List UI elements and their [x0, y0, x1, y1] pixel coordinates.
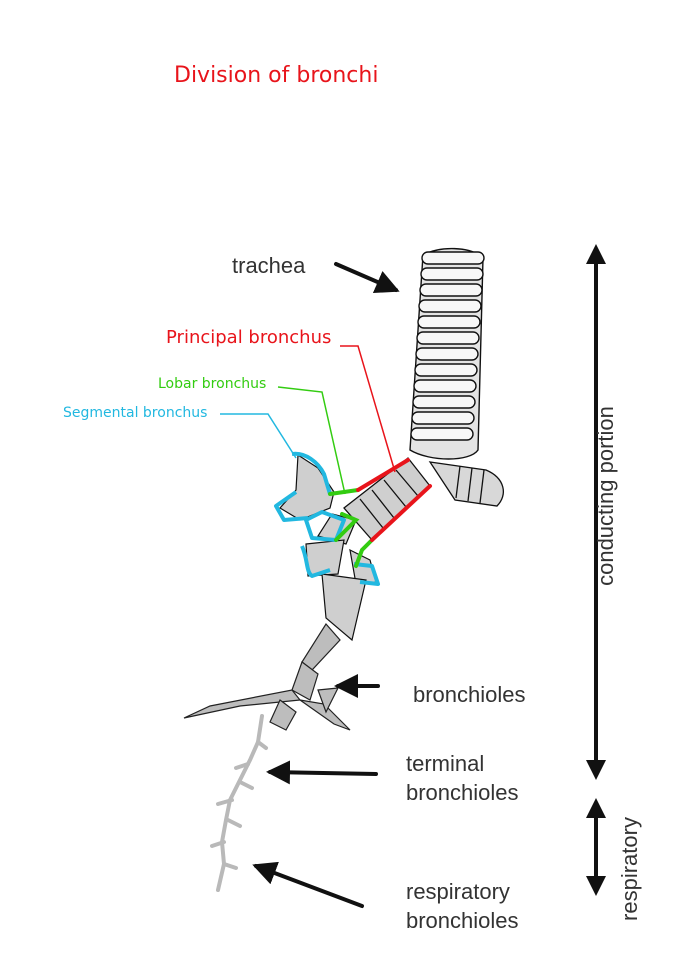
respiratory-bronchioles-label: respiratory bronchioles: [406, 877, 519, 935]
bronchioles-label: bronchioles: [413, 682, 526, 707]
terminal-bronchioles-label: terminal bronchioles: [406, 749, 519, 807]
respiratory-line-1: respiratory: [406, 879, 510, 904]
segmental-leader: [220, 413, 297, 459]
principal-bronchus-label: Principal bronchus: [166, 327, 332, 348]
trachea-label: trachea: [232, 253, 306, 278]
bronchioles-illustration: [183, 622, 351, 731]
terminal-line-2: bronchioles: [406, 780, 519, 805]
conducting-portion-label: conducting portion: [593, 406, 618, 586]
terminal-arrow: [266, 760, 378, 785]
principal-outline: [356, 458, 432, 542]
arrows: [252, 262, 400, 908]
respiratory-portion-label: respiratory: [617, 817, 642, 921]
trachea-arrow: [334, 262, 400, 294]
lobar-bronchus-label: Lobar bronchus: [158, 376, 267, 392]
leader-lines: [220, 345, 396, 495]
right-bronchus-stub: [428, 461, 505, 507]
respiratory-line-2: bronchioles: [406, 908, 519, 933]
principal-leader: [340, 345, 396, 473]
trachea-illustration: [409, 247, 485, 460]
segmental-outlines: [274, 451, 380, 586]
range-arrows: [586, 244, 606, 896]
lobar-leader: [277, 386, 346, 495]
terminal-line-1: terminal: [406, 751, 485, 776]
segmental-bronchus-label: Segmental bronchus: [63, 405, 208, 421]
terminal-bronchioles-illustration: [210, 714, 268, 892]
respiratory-arrow: [252, 861, 364, 908]
page-title: Division of bronchi: [174, 63, 379, 88]
